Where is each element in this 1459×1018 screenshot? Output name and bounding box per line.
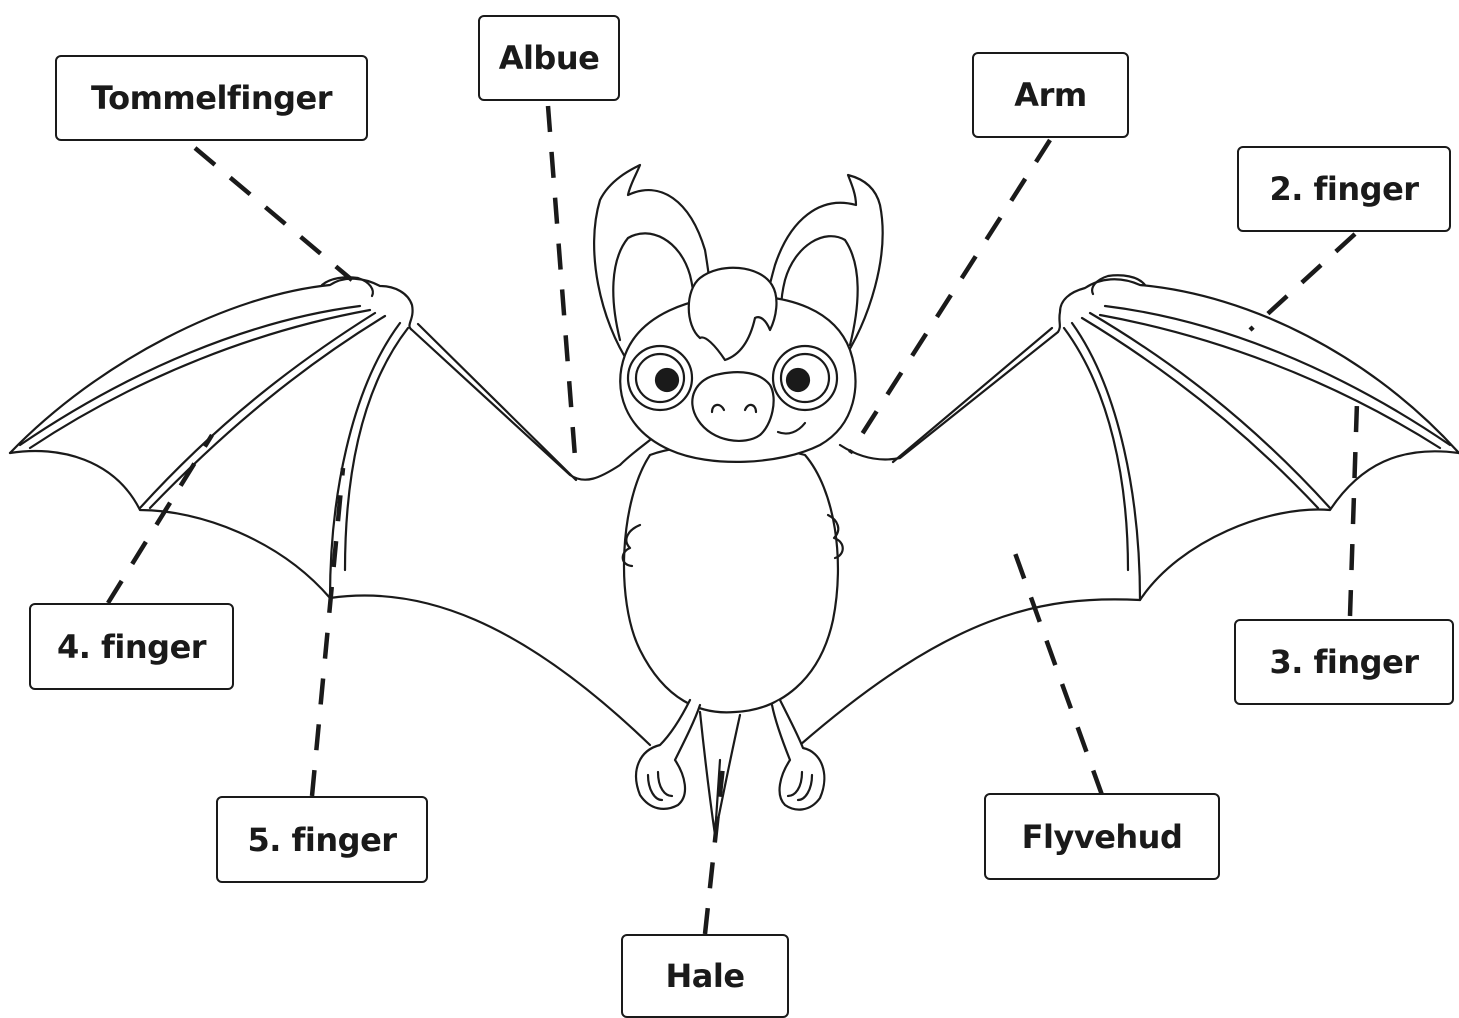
right-finger-5-outer bbox=[1072, 323, 1140, 600]
label-flyvehud: Flyvehud bbox=[984, 793, 1220, 880]
label-finger-3: 3. finger bbox=[1234, 619, 1454, 705]
left-finger-3 bbox=[30, 310, 370, 448]
label-finger-2: 2. finger bbox=[1237, 146, 1451, 232]
right-pupil bbox=[787, 369, 809, 391]
right-wing-leading-edge bbox=[840, 279, 1459, 459]
label-hale: Hale bbox=[621, 934, 789, 1018]
label-albue: Albue bbox=[478, 15, 620, 101]
left-pupil bbox=[656, 369, 678, 391]
leader-albue bbox=[548, 106, 576, 470]
leader-finger3 bbox=[1350, 402, 1357, 616]
left-thumb bbox=[322, 277, 373, 296]
leader-flyvehud bbox=[1015, 553, 1102, 795]
label-finger-4: 4. finger bbox=[29, 603, 234, 690]
left-arm-lower bbox=[418, 324, 576, 480]
leader-finger5 bbox=[312, 468, 343, 796]
left-finger-5-inner bbox=[345, 328, 408, 570]
leader-finger4 bbox=[108, 435, 212, 603]
left-wing-leading-edge bbox=[10, 279, 650, 480]
label-finger-5: 5. finger bbox=[216, 796, 428, 883]
leader-tommelfinger bbox=[195, 148, 352, 280]
leader-arm bbox=[850, 140, 1050, 453]
left-finger-5-outer bbox=[330, 323, 400, 598]
right-leg bbox=[772, 700, 824, 810]
left-leg bbox=[636, 700, 700, 809]
leader-hale bbox=[705, 766, 723, 934]
label-arm: Arm bbox=[972, 52, 1129, 138]
right-finger-3 bbox=[1100, 315, 1440, 448]
bat-body bbox=[624, 446, 838, 713]
right-finger-4-inner bbox=[1082, 318, 1318, 508]
label-tommelfinger: Tommelfinger bbox=[55, 55, 368, 141]
